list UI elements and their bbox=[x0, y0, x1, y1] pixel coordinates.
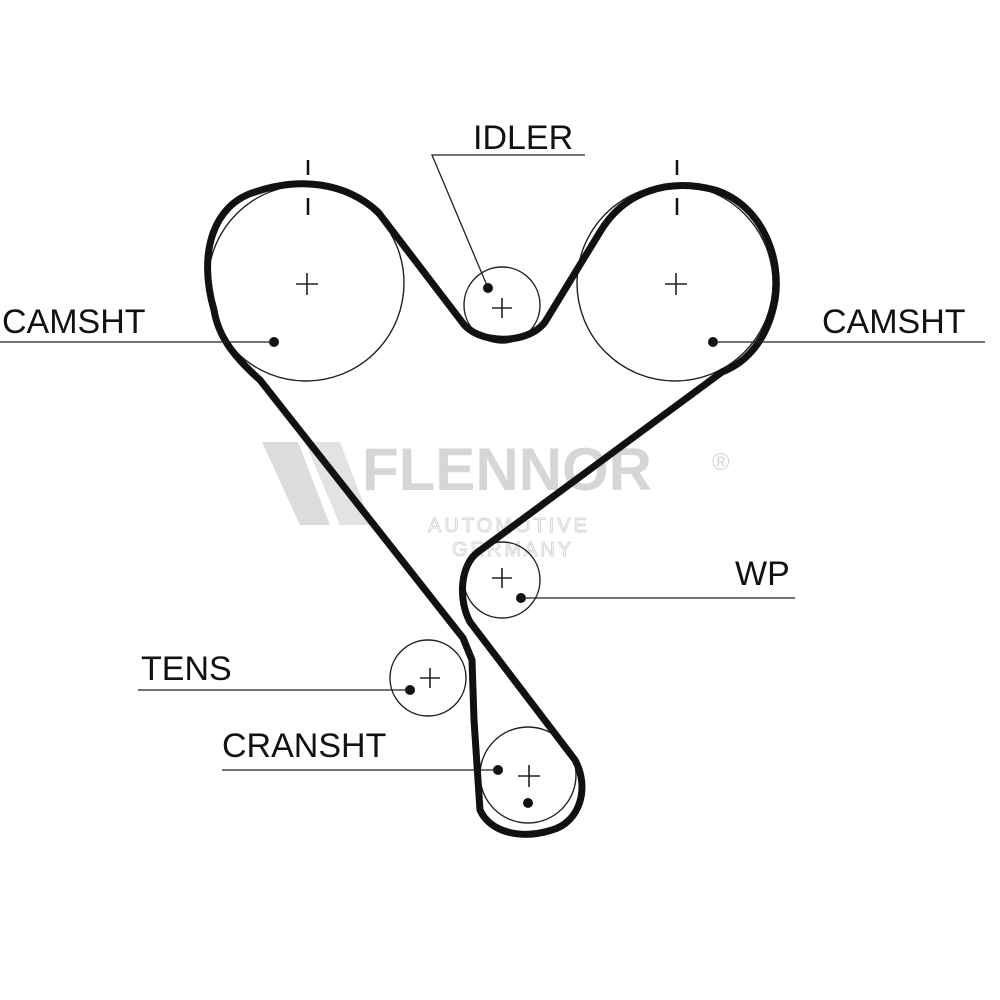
camshaft-left-label: CAMSHT bbox=[2, 303, 146, 341]
idler-center-icon bbox=[492, 298, 512, 318]
timing-belt bbox=[204, 180, 780, 838]
watermark-registered: ® bbox=[712, 449, 730, 476]
watermark-line2: GERMANY bbox=[452, 539, 574, 561]
watermark-brand: FLENNOR bbox=[362, 436, 652, 503]
idler-label: IDLER bbox=[473, 119, 573, 157]
camshaft-right-center-icon bbox=[665, 273, 687, 295]
tensioner-pulley bbox=[389, 639, 467, 717]
water-pump-center-icon bbox=[492, 568, 512, 588]
crankshaft-label: CRANSHT bbox=[222, 727, 386, 765]
watermark-logo-mark bbox=[262, 442, 330, 525]
water-pump-label: WP bbox=[735, 555, 790, 593]
tensioner-center-icon bbox=[420, 668, 440, 688]
crankshaft-center-icon bbox=[518, 765, 540, 787]
camshaft-left-center-icon bbox=[296, 273, 318, 295]
idler-leader bbox=[431, 154, 585, 289]
camshaft-right-pulley bbox=[576, 184, 774, 382]
crankshaft-dot-2 bbox=[523, 798, 533, 808]
tensioner-label: TENS bbox=[141, 650, 232, 688]
camshaft-left-pulley bbox=[207, 184, 405, 382]
camshaft-right-label: CAMSHT bbox=[822, 303, 966, 341]
idler-pulley bbox=[463, 266, 541, 344]
